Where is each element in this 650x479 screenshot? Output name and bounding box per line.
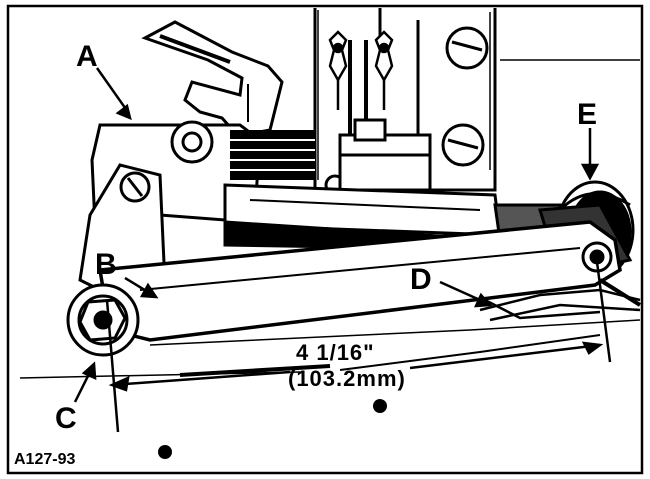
callout-label-c: C — [55, 402, 77, 435]
callout-label-d: D — [410, 263, 432, 296]
upper-connecting-rod — [223, 183, 567, 252]
measurement-lines — [105, 261, 612, 433]
dimension-imperial: 4 1/16" — [296, 340, 375, 365]
figure-border — [6, 4, 644, 475]
right-pivot-pin — [581, 241, 613, 273]
figure-id: A127-93 — [14, 451, 76, 468]
callout-label-b: B — [95, 248, 117, 281]
lifter-lever — [141, 20, 284, 138]
pivot-nut — [66, 283, 140, 357]
table-dots — [158, 399, 387, 459]
callout-label-e: E — [577, 98, 598, 131]
presser-block — [338, 118, 432, 192]
leader-arrows — [73, 67, 600, 403]
dimension-metric: (103.2mm) — [288, 366, 406, 391]
callout-label-a: A — [76, 40, 98, 73]
feed-bed — [19, 278, 642, 379]
